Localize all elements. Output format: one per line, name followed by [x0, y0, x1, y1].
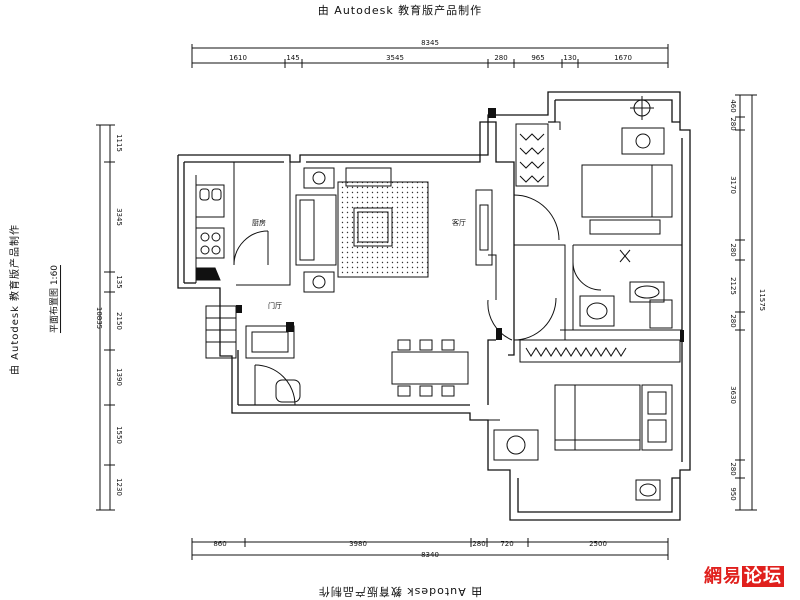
dimension-right-segment: 280	[729, 462, 737, 475]
dimension-top-segment: 145	[286, 54, 299, 62]
top-dimension-chain	[191, 44, 669, 68]
dimension-left-segment: 1550	[115, 426, 123, 444]
dimension-bottom-segment: 860	[213, 540, 226, 548]
dimension-right-segment: 280	[729, 314, 737, 327]
dimension-bottom-total: 8340	[421, 551, 439, 559]
dimension-top-segment: 965	[531, 54, 544, 62]
living-room-furniture	[295, 167, 493, 293]
south-bedroom-furniture	[493, 339, 681, 501]
exterior-walls	[177, 91, 691, 521]
entry-hall-fixtures	[205, 305, 301, 403]
wall-columns	[236, 108, 684, 342]
dimension-top-segment: 130	[563, 54, 576, 62]
room-labels: 厨房 客厅 门厅	[252, 218, 466, 310]
dimension-top-segment: 3545	[386, 54, 404, 62]
dimension-right-segment: 460	[729, 99, 737, 112]
north-bedroom-furniture	[515, 96, 673, 235]
dimension-left-segment: 3345	[115, 208, 123, 226]
right-dimension-chain	[735, 94, 757, 511]
logo-text-part1: 網易	[704, 566, 742, 587]
interior-partitions	[233, 121, 682, 421]
dimension-left-segment: 2150	[115, 312, 123, 330]
dimension-top-segment: 1610	[229, 54, 247, 62]
room-label-living: 客厅	[452, 218, 466, 227]
dimension-right-segment: 950	[729, 487, 737, 500]
dimension-labels: 8345 1610 145 3545 280 965 130 1670 860 3980 280 72…	[95, 39, 766, 559]
dimension-bottom-segment: 280	[472, 540, 485, 548]
dimension-bottom-segment: 3980	[349, 540, 367, 548]
forum-logo: 網易论坛	[704, 562, 784, 588]
dimension-left-segment: 1390	[115, 368, 123, 386]
dimension-right-segment: 3630	[729, 386, 737, 404]
dimension-top-segment: 280	[494, 54, 507, 62]
watermark-top: 由 Autodesk 教育版产品制作	[317, 4, 483, 17]
left-dimension-chain	[96, 124, 115, 511]
dining-set	[391, 339, 469, 397]
dimension-left-segment: 1115	[115, 134, 123, 152]
dimension-left-segment: 1230	[115, 478, 123, 496]
door-swings	[233, 194, 602, 406]
room-label-hall: 门厅	[268, 301, 282, 310]
dimension-right-total: 11575	[758, 289, 766, 311]
dimension-right-segment: 3170	[729, 176, 737, 194]
room-label-kitchen: 厨房	[252, 218, 266, 227]
dimension-right-segment: 2125	[729, 277, 737, 295]
logo-text-part2: 论坛	[742, 566, 784, 587]
dimension-right-segment: 280	[729, 117, 737, 130]
dimension-right-segment: 280	[729, 243, 737, 256]
dimension-bottom-segment: 720	[500, 540, 513, 548]
dimension-top-segment: 1670	[614, 54, 632, 62]
bottom-dimension-chain	[191, 538, 669, 560]
dimension-left-total: 10835	[95, 307, 103, 329]
kitchen-fixtures	[195, 175, 225, 283]
dimension-left-segment: 135	[115, 275, 123, 288]
dimension-bottom-segment: 2500	[589, 540, 607, 548]
dimension-top-total: 8345	[421, 39, 439, 47]
bathroom-fixtures	[579, 249, 673, 329]
